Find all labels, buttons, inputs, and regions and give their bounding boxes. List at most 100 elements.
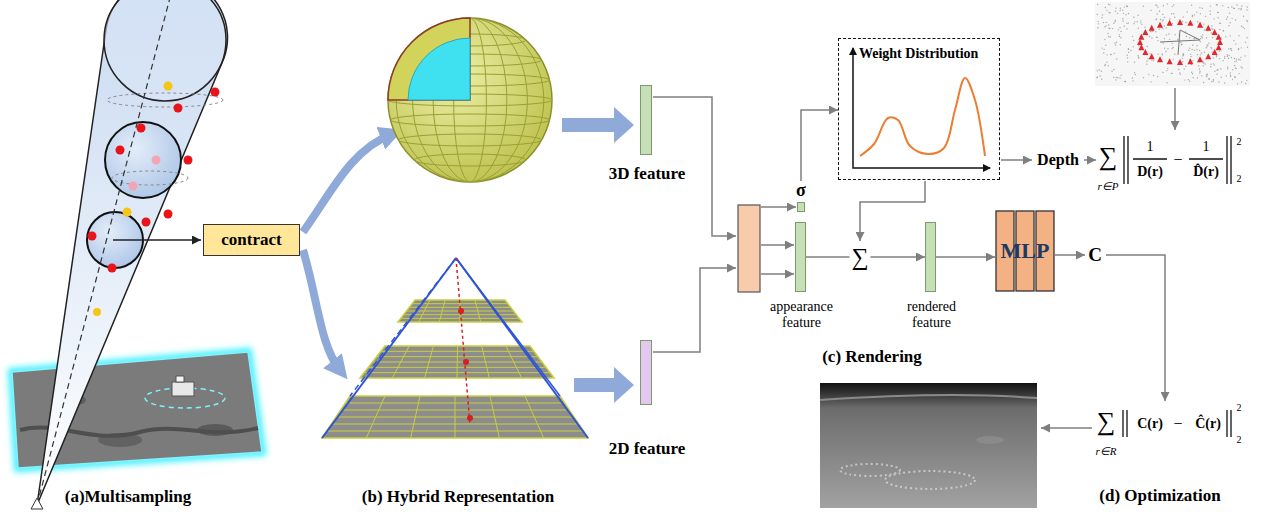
illustration-part: [1128, 52, 1129, 53]
illustration-part: [1162, 53, 1163, 54]
illustration-part: [108, 264, 117, 273]
illustration-part: [1150, 31, 1151, 32]
illustration-part: [1203, 65, 1204, 66]
illustration-part: [1055, 254, 1085, 256]
illustration-part: [1127, 136, 1128, 184]
illustration-part: [408, 38, 470, 100]
illustration-part: [1241, 25, 1242, 26]
illustration-part: [388, 18, 470, 100]
illustration-part: [1203, 82, 1204, 83]
illustration-part: [1234, 65, 1235, 66]
illustration-part: [1217, 39, 1223, 45]
illustration-part: [1241, 47, 1242, 48]
illustration-part: [1208, 42, 1209, 43]
illustration-part: [1123, 13, 1124, 14]
illustration-part: [1155, 4, 1156, 5]
illustration-part: [1164, 25, 1165, 26]
illustration-part: [1214, 64, 1215, 65]
illustration-part: [1127, 57, 1128, 58]
illustration-part: [1134, 21, 1135, 22]
illustration-part: [1140, 20, 1141, 21]
illustration-part: [1201, 36, 1202, 37]
illustration-part: [152, 156, 161, 165]
illustration-part: [1221, 77, 1222, 78]
feature-bar: 3D feature: [640, 85, 652, 155]
illustration-part: [1204, 63, 1205, 64]
illustration-part: [463, 359, 469, 365]
illustration-part: [1197, 54, 1198, 55]
illustration-part: [1108, 12, 1109, 13]
illustration-part: [458, 308, 464, 314]
illustration-part: [1208, 78, 1209, 79]
illustration-part: [458, 308, 473, 421]
sphere-grid: [388, 18, 552, 182]
illustration-part: [1156, 5, 1157, 6]
illustration-part: [1238, 73, 1239, 74]
illustration-part: [1120, 8, 1121, 9]
illustration-part: [1174, 88, 1176, 130]
illustration-part: [322, 258, 456, 438]
illustration-part: [840, 464, 900, 476]
flow-arrow: [303, 250, 340, 370]
formula-term: −: [1173, 415, 1182, 433]
illustration-part: [1160, 19, 1161, 20]
illustration-part: [1150, 10, 1151, 11]
illustration-part: [1218, 81, 1219, 82]
illustration-part: [1160, 30, 1200, 55]
illustration-part: [1230, 72, 1231, 73]
illustration-part: [1108, 28, 1109, 29]
illustration-part: [1211, 28, 1212, 29]
illustration-part: [1153, 60, 1154, 61]
illustration-part: [373, 362, 543, 363]
illustration-part: [1143, 6, 1144, 7]
illustration-part: [1119, 10, 1120, 11]
illustration-part: [88, 88, 220, 273]
illustration-part: [104, 0, 226, 101]
node-label: contract: [221, 230, 281, 250]
illustration-part: [467, 415, 473, 421]
illustration-part: [123, 208, 132, 217]
formula-term: 2: [1237, 402, 1242, 413]
illustration-part: [1191, 5, 1192, 6]
illustration-part: [1138, 45, 1139, 46]
illustration-part: [1095, 2, 1250, 86]
illustration-part: [1204, 52, 1205, 53]
illustration-part: [1183, 54, 1184, 55]
illustration-part: [1156, 37, 1157, 38]
illustration-part: [1153, 75, 1154, 76]
panel-caption: (b) Hybrid Representation: [362, 488, 554, 507]
block-title: MLP: [1001, 238, 1050, 263]
illustration-part: [1171, 13, 1172, 14]
illustration-part: [1137, 15, 1138, 16]
illustration-part: [1232, 69, 1233, 70]
formula-term: Ĉ(r): [1195, 416, 1221, 431]
illustration-part: [1235, 43, 1236, 44]
illustration-part: [1238, 8, 1239, 9]
illustration-part: [1138, 57, 1139, 58]
illustration-part: [1168, 33, 1169, 34]
illustration-part: [1238, 35, 1239, 36]
illustration-part: [456, 258, 560, 396]
illustration-part: [388, 18, 552, 182]
panel-caption: (a)Multisampling: [65, 488, 192, 507]
illustration-part: [1165, 51, 1166, 52]
illustration-part: [1146, 60, 1147, 61]
illustration-part: [1213, 80, 1214, 81]
illustration-part: [1159, 11, 1160, 12]
density-bar: σ: [793, 181, 809, 212]
illustration-part: [1217, 12, 1218, 13]
illustration-part: [1130, 50, 1131, 51]
illustration-part: [820, 395, 1037, 400]
illustration-part: [1222, 60, 1223, 61]
illustration-part: [1133, 40, 1134, 41]
illustration-part: [1149, 53, 1150, 54]
formula-term: r∈R: [1096, 445, 1117, 457]
illustration-part: [1238, 59, 1239, 60]
illustration-part: [1197, 21, 1198, 22]
illustration-part: [1177, 19, 1183, 25]
illustration-part: [1128, 13, 1129, 14]
illustration-part: [490, 396, 499, 438]
illustration-part: [1162, 14, 1163, 15]
illustration-part: [1234, 76, 1235, 77]
illustration-part: [1183, 16, 1184, 17]
